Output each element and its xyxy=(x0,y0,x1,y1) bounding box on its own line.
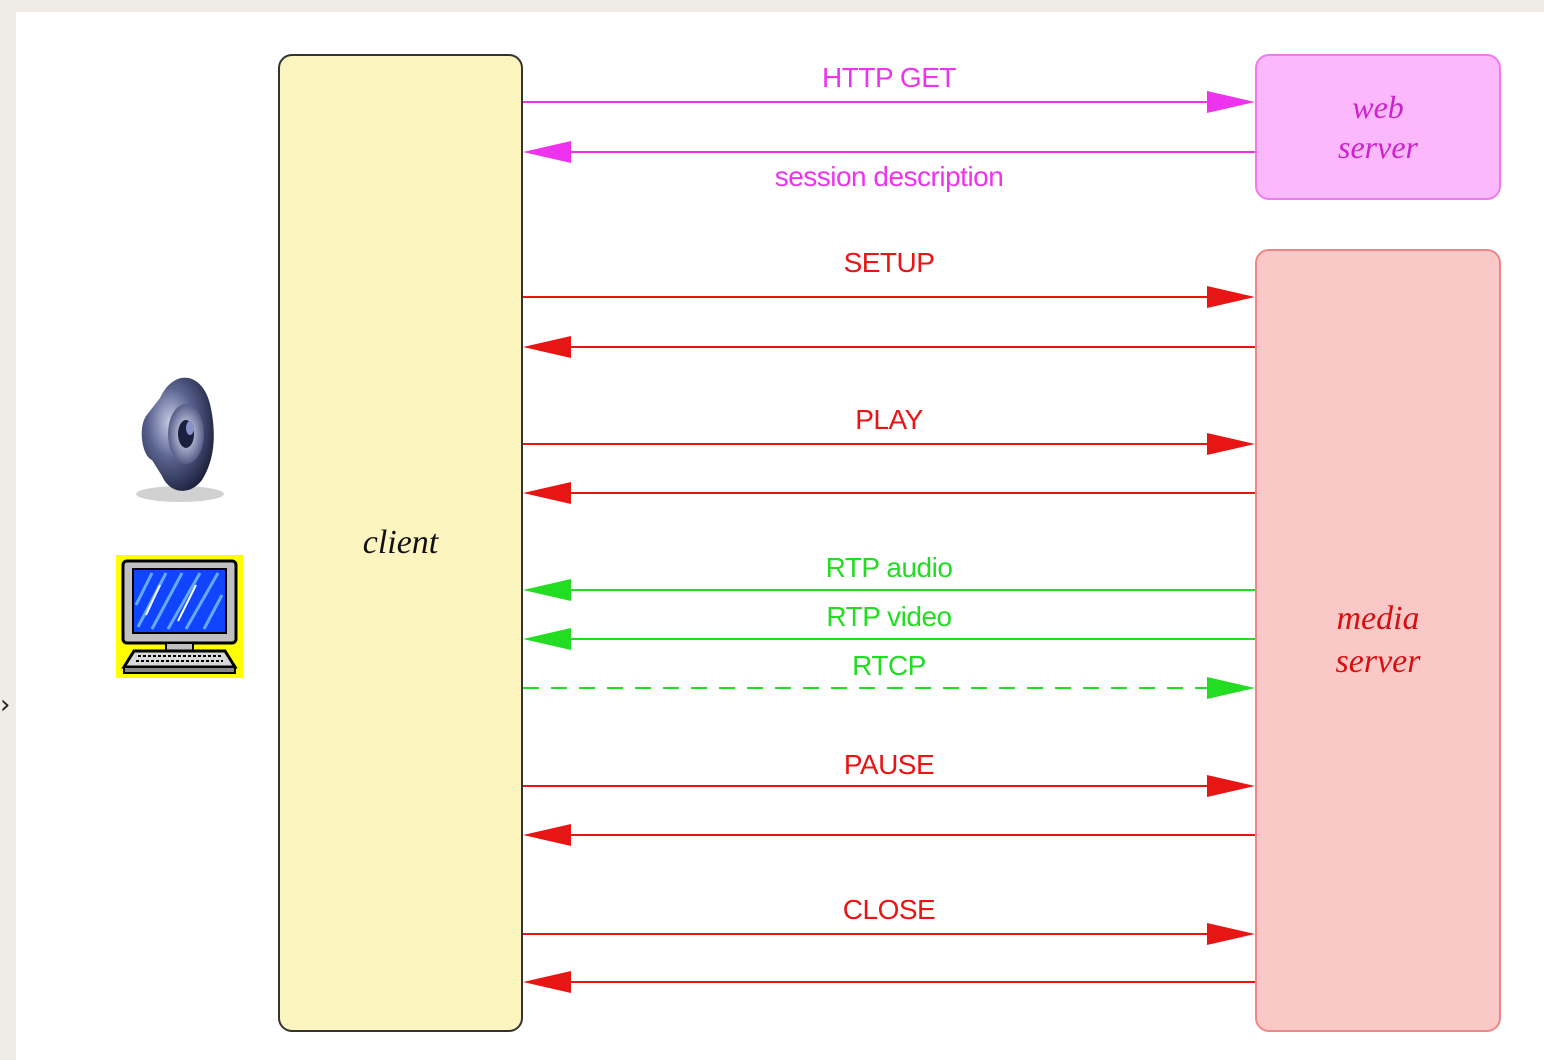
arrow-rtp-video xyxy=(523,628,1255,650)
arrow-close-request xyxy=(523,923,1255,945)
label-rtp-video: RTP video xyxy=(826,601,952,632)
arrow-setup-reply xyxy=(523,336,1255,358)
label-close: CLOSE xyxy=(842,894,936,925)
label-pause: PAUSE xyxy=(843,749,935,780)
arrow-pause-request xyxy=(523,775,1255,797)
chevron-right-icon[interactable]: › xyxy=(0,690,11,720)
arrow-rtcp xyxy=(523,677,1255,699)
media-server-label: media server xyxy=(1335,600,1421,680)
arrow-play-request xyxy=(523,433,1255,455)
web-server-box: web server xyxy=(1255,54,1501,200)
arrow-rtp-audio xyxy=(523,579,1255,601)
arrow-http-get xyxy=(523,91,1255,113)
label-http-get: HTTP GET xyxy=(822,62,956,93)
arrow-play-reply xyxy=(523,482,1255,504)
client-box: client xyxy=(278,54,523,1032)
label-rtcp: RTCP xyxy=(852,650,926,681)
label-rtp-audio: RTP audio xyxy=(825,552,953,583)
web-server-label: web server xyxy=(1338,89,1418,165)
arrow-pause-reply xyxy=(523,824,1255,846)
computer-monitor-icon xyxy=(116,555,243,678)
arrow-close-reply xyxy=(523,971,1255,993)
arrow-setup-request xyxy=(523,286,1255,308)
label-session-description: session description xyxy=(774,161,1004,192)
label-play: PLAY xyxy=(855,404,923,435)
media-server-box: media server xyxy=(1255,249,1501,1032)
arrow-session-description xyxy=(523,141,1255,163)
speaker-icon xyxy=(136,377,224,502)
client-label: client xyxy=(362,523,439,561)
label-setup: SETUP xyxy=(843,247,935,278)
